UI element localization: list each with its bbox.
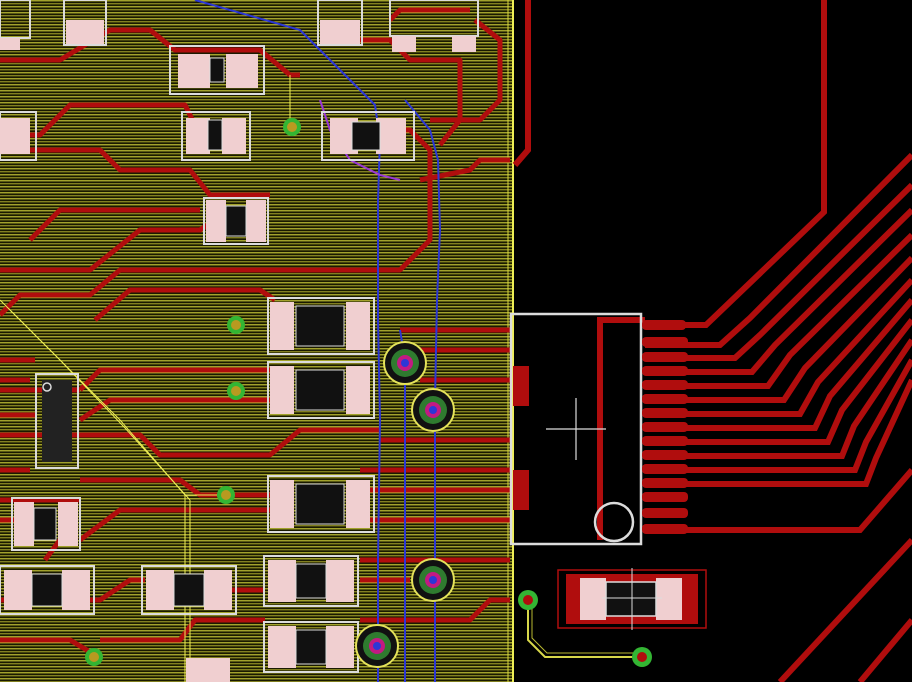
footprint-c8[interactable]: [263, 555, 359, 607]
via-icon[interactable]: [355, 624, 399, 668]
footprint-r2[interactable]: [267, 297, 375, 355]
hole-icon[interactable]: [217, 486, 235, 504]
front-copper-tracks-right[interactable]: [512, 0, 912, 682]
front-copper-tracks-left[interactable]: [0, 7, 510, 658]
hole-icon[interactable]: [518, 590, 538, 610]
footprint-c1[interactable]: [0, 111, 37, 161]
crosshair-icon: [546, 398, 606, 460]
footprint-c-top-1[interactable]: [0, 0, 31, 50]
footprint-bottom-partial[interactable]: [186, 658, 230, 682]
via-icon[interactable]: [411, 388, 455, 432]
vias[interactable]: [355, 341, 455, 668]
ratsnest-track[interactable]: [527, 600, 642, 658]
footprint-ic-u1[interactable]: [509, 312, 688, 546]
via-icon[interactable]: [411, 558, 455, 602]
footprints-left[interactable]: [0, 0, 479, 682]
plated-holes[interactable]: [85, 118, 652, 667]
ic-u1-pads[interactable]: [642, 320, 688, 534]
footprint-ic-top[interactable]: [389, 0, 479, 52]
footprint-c-top-2[interactable]: [63, 0, 107, 46]
footprint-r5[interactable]: [557, 568, 707, 630]
pin-one-circle-icon: [593, 501, 635, 543]
footprint-r1[interactable]: [169, 45, 265, 95]
footprint-sot-left[interactable]: [35, 373, 79, 469]
footprint-c3[interactable]: [321, 111, 415, 161]
ratsnest-track-inner: [531, 600, 642, 654]
hole-icon[interactable]: [227, 382, 245, 400]
footprint-c4[interactable]: [203, 197, 269, 245]
footprint-c-top-3[interactable]: [317, 0, 363, 46]
via-icon[interactable]: [383, 341, 427, 385]
footprint-c2[interactable]: [181, 111, 251, 161]
footprint-c9[interactable]: [263, 621, 359, 673]
footprint-r4[interactable]: [267, 475, 375, 533]
hole-icon[interactable]: [632, 647, 652, 667]
footprint-r3[interactable]: [267, 361, 375, 419]
hole-icon[interactable]: [227, 316, 245, 334]
hole-icon[interactable]: [283, 118, 301, 136]
footprint-c5[interactable]: [11, 497, 81, 551]
footprint-c7[interactable]: [141, 565, 237, 615]
footprint-c6[interactable]: [0, 565, 95, 615]
hole-icon[interactable]: [85, 648, 103, 666]
